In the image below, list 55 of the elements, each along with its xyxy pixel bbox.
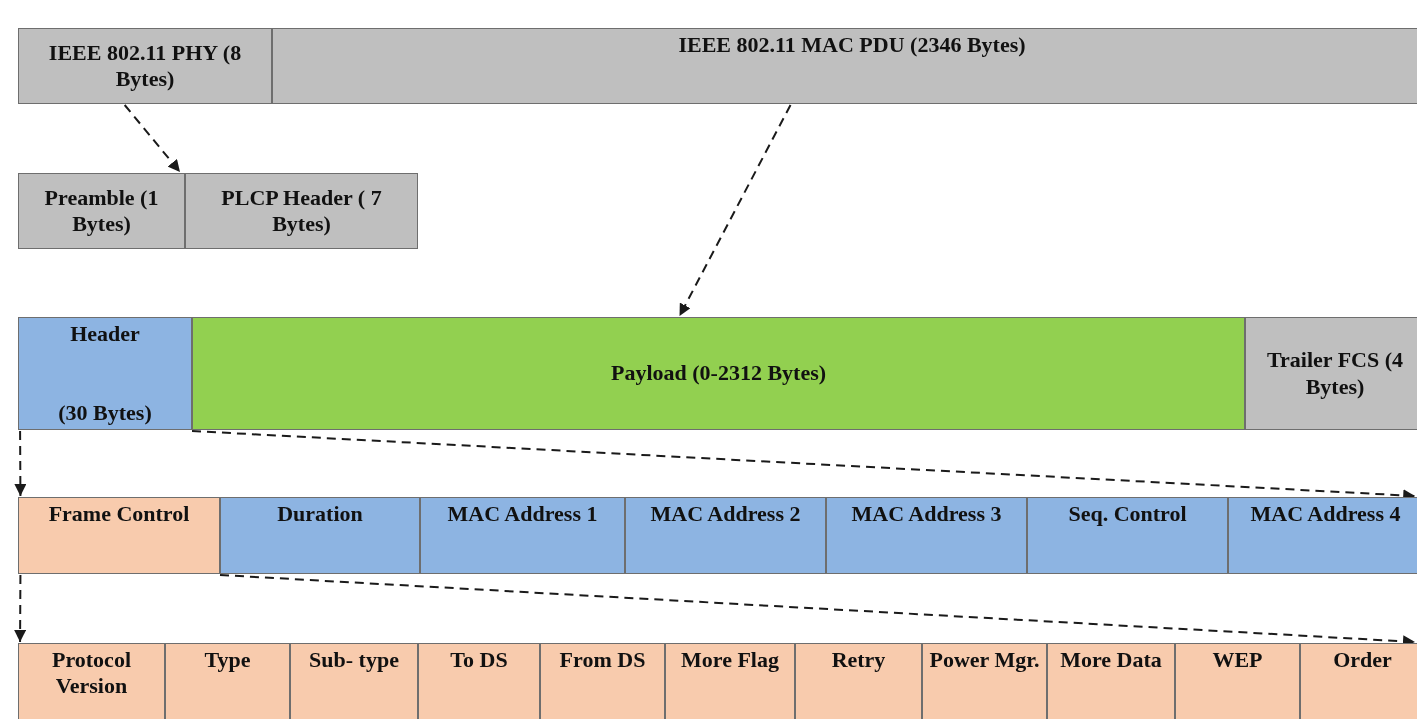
- frame-field: [272, 28, 1417, 104]
- frame-field: [1175, 643, 1300, 719]
- field-label: Retry: [831, 647, 886, 674]
- frame-field: [290, 643, 418, 719]
- frame-field: [795, 643, 922, 719]
- field-label: Preamble (1 Bytes): [43, 184, 160, 238]
- field-label: (30 Bytes): [58, 399, 152, 426]
- field-label: Power Mgr.: [929, 647, 1040, 674]
- frame-field: [1245, 317, 1417, 430]
- frame-field: [18, 173, 185, 249]
- frame-field: [1300, 643, 1417, 719]
- frame-field: [18, 643, 165, 719]
- frame-field: [922, 643, 1047, 719]
- field-label: Order: [1333, 647, 1392, 674]
- frame-field: [18, 28, 272, 104]
- frame-field: [1047, 643, 1175, 719]
- field-label: More Flag: [681, 647, 779, 674]
- arrow: [14, 574, 27, 643]
- field-label: Type: [204, 647, 251, 674]
- field-label: IEEE 802.11 PHY (8 Bytes): [47, 39, 243, 93]
- frame-field: [1228, 497, 1417, 574]
- field-label: From DS: [559, 647, 646, 674]
- frame-field: [220, 497, 420, 574]
- field-label: Duration: [277, 501, 363, 528]
- field-label: MAC Address 4: [1250, 501, 1401, 528]
- field-label: Trailer FCS (4 Bytes): [1265, 347, 1405, 400]
- field-label: WEP: [1212, 647, 1263, 674]
- field-label: Seq. Control: [1068, 501, 1187, 528]
- arrow: [678, 104, 792, 317]
- field-label: Header: [70, 321, 140, 348]
- field-label: Payload (0-2312 Bytes): [610, 360, 827, 387]
- field-label: Sub- type: [309, 647, 399, 674]
- frame-field: [165, 643, 290, 719]
- field-label: Protocol Version: [51, 647, 132, 700]
- field-label: MAC Address 2: [650, 501, 801, 528]
- frame-field: [185, 173, 418, 249]
- field-label: MAC Address 1: [447, 501, 598, 528]
- frame-field: [18, 497, 220, 574]
- arrow: [123, 104, 181, 173]
- frame-field: [625, 497, 826, 574]
- arrow: [14, 430, 27, 497]
- frame-field: [192, 317, 1245, 430]
- field-label: To DS: [450, 647, 508, 674]
- frame-field: [18, 317, 192, 430]
- field-label: MAC Address 3: [851, 501, 1002, 528]
- frame-field: [826, 497, 1027, 574]
- frame-field: [1027, 497, 1228, 574]
- field-label: Frame Control: [48, 501, 190, 528]
- frame-field: [420, 497, 625, 574]
- frame-field: [665, 643, 795, 719]
- field-label: PLCP Header ( 7 Bytes): [220, 184, 383, 238]
- frame-field: [418, 643, 540, 719]
- frame-field: [540, 643, 665, 719]
- field-label: More Data: [1060, 647, 1162, 674]
- field-label: IEEE 802.11 MAC PDU (2346 Bytes): [678, 32, 1026, 59]
